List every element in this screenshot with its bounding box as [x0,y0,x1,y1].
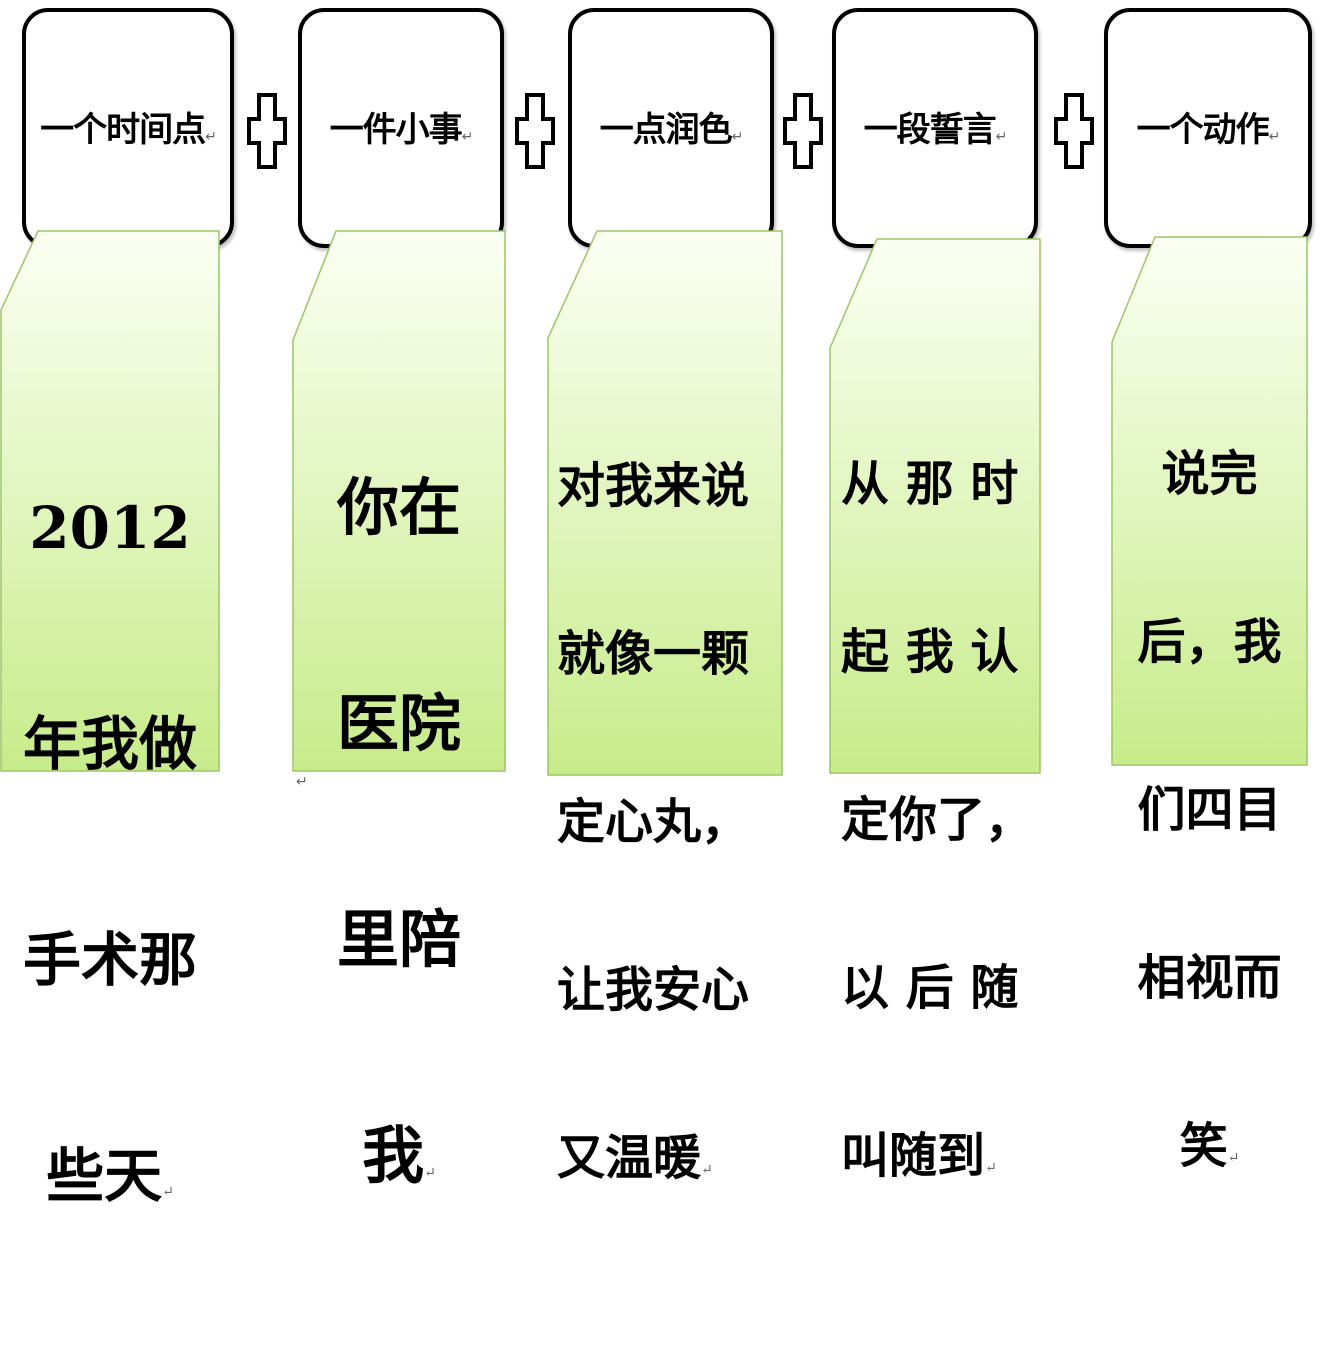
step-header-label: 一点润色↵ [599,109,744,150]
step-header-5: 一个动作↵ [1104,8,1312,248]
plus-icon [1054,93,1094,169]
step-card-3: 对我来说 就像一颗 定心丸， 让我安心 又温暖↵ [547,230,783,1186]
step-header-label: 一个时间点↵ [40,109,217,150]
step-card-2: 你在 医院 里陪 我↵ [292,230,506,1192]
step-card-text: 你在 医院 里陪 我↵ [336,471,461,1192]
step-header-1: 一个时间点↵ [22,8,234,248]
plus-icon [515,93,555,169]
step-header-3: 一点润色↵ [568,8,774,248]
step-card-text: 2012 年我做 手术那 些天↵ [22,494,197,1210]
paragraph-mark: ↵ [296,774,308,790]
step-card-text: 从 那 时 起 我 认 定你了， 以 后 随 叫随到↵ [841,456,1034,1184]
step-card-text: 说完 后，我 们四目 相视而 笑↵ [1137,446,1282,1174]
plus-icon [783,93,823,169]
step-card-1: 2012 年我做 手术那 些天↵ [0,230,220,1210]
step-card-5: 说完 后，我 们四目 相视而 笑↵ [1111,236,1308,1174]
step-header-label: 一件小事↵ [329,109,474,150]
step-header-4: 一段誓言↵ [832,8,1038,248]
step-header-label: 一个动作↵ [1136,109,1281,150]
step-card-text: 对我来说 就像一颗 定心丸， 让我安心 又温暖↵ [557,458,750,1186]
step-header-label: 一段誓言↵ [863,109,1008,150]
plus-icon [247,93,287,169]
step-header-2: 一件小事↵ [298,8,504,248]
step-card-4: 从 那 时 起 我 认 定你了， 以 后 随 叫随到↵ [829,238,1041,1184]
